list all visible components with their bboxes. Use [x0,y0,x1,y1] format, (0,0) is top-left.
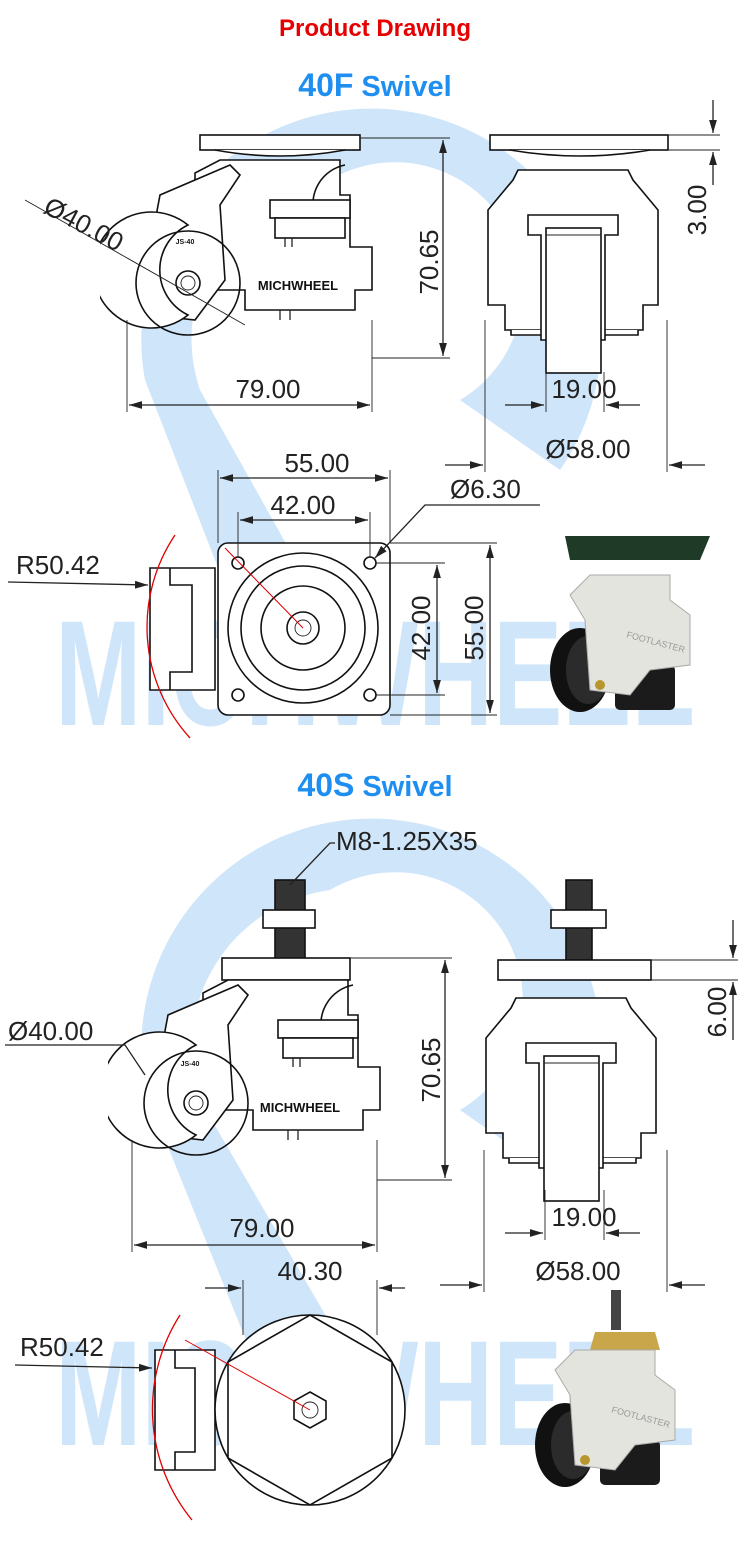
model-mark: JS-40 [181,1061,200,1068]
dim-plate-width: 55.00 [284,448,349,478]
side-view-40s: MICHWHEEL JS-40 M8-1.25X35 Ø40.00 70.65 … [5,826,478,1252]
front-view-40s: 6.00 19.00 Ø58.00 [440,879,738,1292]
model-mark: JS-40 [176,239,195,246]
dim-plate-thickness: 3.00 [682,185,712,236]
dim-swivel-radius: R50.42 [16,550,100,580]
dim-wheel-diameter: Ø40.00 [39,191,128,258]
dim-plate-height: 55.00 [459,595,489,660]
dim-height: 70.65 [416,1037,446,1102]
product-photo-40s: FOOTLASTER [535,1290,675,1487]
brand-mark: MICHWHEEL [258,278,338,293]
dim-length: 79.00 [235,374,300,404]
dim-hole-diameter: Ø6.30 [450,474,521,504]
front-view-40f: 3.00 19.00 Ø58.00 [445,100,720,472]
dim-wheel-width: 19.00 [551,374,616,404]
product-photo-40f: FOOTLASTER [550,536,710,712]
dim-wheel-width: 19.00 [551,1202,616,1232]
dim-swivel-radius: R50.42 [20,1332,104,1362]
top-view-40s: R50.42 40.30 [14,1256,406,1521]
brand-mark: MICHWHEEL [260,1100,340,1115]
page-title: Product Drawing [279,15,471,42]
dim-hole-spacing: 42.00 [270,490,335,520]
top-view-40f: R50.42 55.00 42.00 Ø6.30 42.00 55.00 [7,448,540,739]
dim-length: 79.00 [229,1213,294,1243]
side-view-40f: MICHWHEEL JS-40 Ø40.00 70.65 79.00 [24,134,450,412]
dim-hex-width: 40.30 [277,1256,342,1286]
dim-nut-thickness: 6.00 [702,987,732,1038]
dim-thread: M8-1.25X35 [336,826,478,856]
dim-wheel-diameter: Ø40.00 [8,1016,93,1046]
dim-height: 70.65 [414,229,444,294]
dim-base-diameter: Ø58.00 [535,1256,620,1286]
dim-hole-spacing-vertical: 42.00 [406,595,436,660]
dim-base-diameter: Ø58.00 [545,434,630,464]
